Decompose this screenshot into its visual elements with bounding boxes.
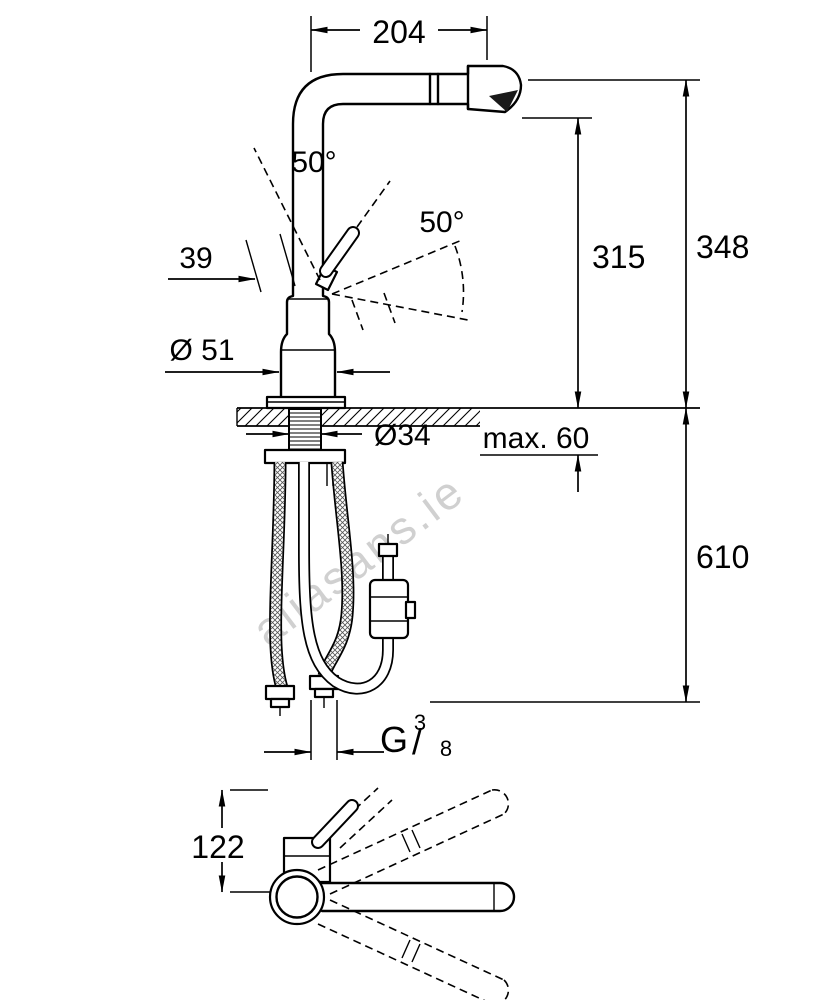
thread-slash: / <box>412 721 422 762</box>
dim-total-height-label: 348 <box>696 229 749 265</box>
hose-connector-left <box>264 684 296 701</box>
lever-alt-edge <box>351 299 364 331</box>
dimension-total-height: 348 <box>528 79 749 409</box>
under-deck-assembly <box>263 408 417 716</box>
swivel-base-inner <box>275 875 319 919</box>
dim-lever-width-label: 39 <box>179 242 212 275</box>
supply-hose-right-braid <box>319 461 353 678</box>
dim-spray-angle-label: 50° <box>419 206 464 239</box>
thread-denominator-label: 8 <box>440 736 452 761</box>
faucet-top-view: 122 <box>191 787 516 1000</box>
dimension-thread: G 3 / 8 <box>264 700 452 762</box>
supply-hose-left-braid <box>270 461 287 690</box>
hose-weight-line <box>370 596 408 622</box>
dim-under-height-label: 610 <box>696 539 749 575</box>
lever-alt-position <box>325 787 379 837</box>
dimension-base-depth: 122 <box>191 789 278 893</box>
swivel-spout-upper <box>317 789 510 895</box>
spray-nozzle <box>489 90 518 112</box>
dim-handle-angle-label: 50° <box>291 146 336 179</box>
swivel-spout-lower <box>317 899 510 1000</box>
swivel-base-outer <box>268 868 326 926</box>
dimension-max-thickness: max. 60 <box>480 422 598 492</box>
extension-line <box>310 700 338 760</box>
lever-handle-fill <box>321 228 358 276</box>
dimension-hole-diameter: Ø34 <box>246 419 431 452</box>
lever-top-view-fill <box>313 801 357 847</box>
lever-width-edge <box>279 233 296 287</box>
hose-end-fitting <box>377 542 399 558</box>
lever-alt-position <box>339 799 393 849</box>
dimension-under-height: 610 <box>430 407 749 703</box>
dimension-lever-width: 39 <box>168 242 256 283</box>
swing-arc <box>454 245 465 313</box>
faucet-side-view <box>265 64 523 410</box>
swing-ray <box>331 293 469 321</box>
hose-weight-clip <box>404 600 417 620</box>
swing-ray <box>253 147 321 281</box>
dimension-spray-angle: 50° <box>331 206 469 331</box>
hose-connector-right-thread <box>313 687 335 699</box>
swivel-tick <box>401 829 421 853</box>
swing-ray <box>356 180 391 228</box>
swivel-tick <box>401 939 421 963</box>
dim-hole-diameter-label: Ø34 <box>374 419 431 452</box>
dim-max-thickness-label: max. 60 <box>483 422 590 455</box>
dimension-spout-height: 315 <box>522 117 645 409</box>
faucet-outline <box>279 64 523 399</box>
dimension-spout-reach: 204 <box>310 14 488 72</box>
pullout-hose-body <box>299 462 393 693</box>
dim-base-depth-label: 122 <box>191 829 244 865</box>
lever-alt-edge <box>383 292 396 324</box>
dimension-handle-angle: 50° <box>245 146 391 293</box>
dim-body-diameter-label: Ø 51 <box>169 334 234 367</box>
dim-spout-height-label: 315 <box>592 239 645 275</box>
countertop-hatch <box>237 408 480 426</box>
pullout-joint-line <box>428 64 470 111</box>
mounting-bracket <box>263 448 347 465</box>
thread-g-label: G <box>380 719 408 760</box>
dimension-body-diameter: Ø 51 <box>165 334 390 376</box>
dim-spout-reach-label: 204 <box>372 14 425 50</box>
swing-ray <box>331 239 463 295</box>
hose-connector-left-thread <box>269 697 291 709</box>
spout-top-view <box>320 881 516 913</box>
hose-weight <box>368 578 410 640</box>
thread-numerator-label: 3 <box>414 710 426 735</box>
lever-width-edge <box>245 239 262 293</box>
